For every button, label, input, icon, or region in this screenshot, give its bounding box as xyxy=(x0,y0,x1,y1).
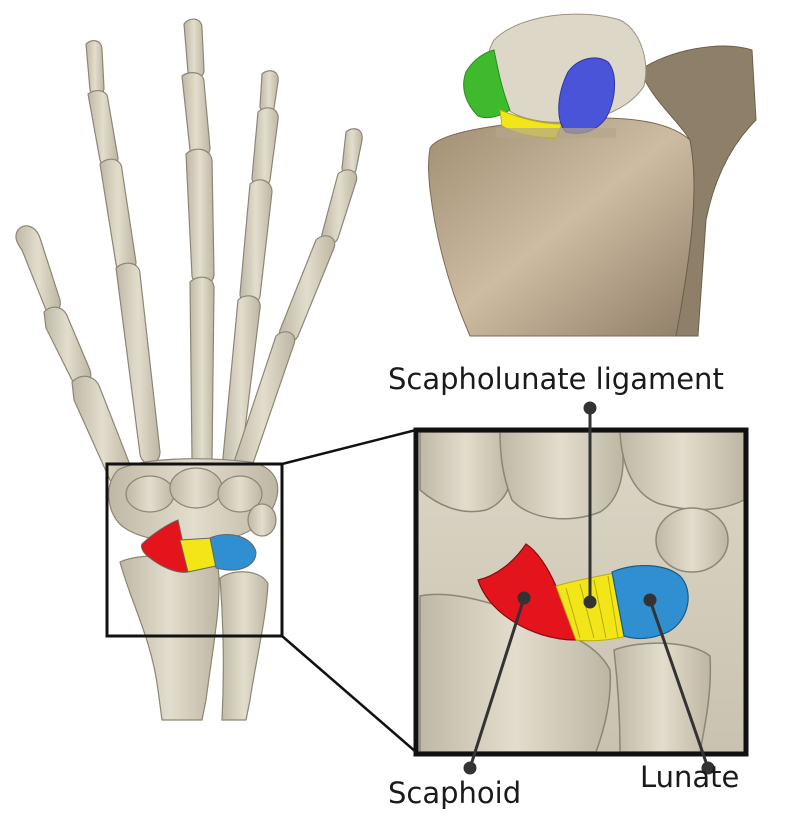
lunate-leader-dot xyxy=(645,595,655,605)
zoom-connector-top xyxy=(282,430,416,464)
scaphoid-leader-end xyxy=(465,763,475,773)
ligament-leader-dot-top xyxy=(585,403,595,413)
middle-finger-bones xyxy=(182,19,214,470)
wrist-3d-view xyxy=(429,14,757,336)
lunate-label: Lunate xyxy=(640,763,739,792)
radius-surface-strip xyxy=(496,128,616,138)
hand-skeleton xyxy=(16,19,362,720)
zoom-connector-bottom xyxy=(282,636,416,752)
radius-3d xyxy=(429,118,695,336)
carpal-bones xyxy=(109,459,278,543)
scaphoid-leader-dot xyxy=(519,593,529,603)
zoom-inset xyxy=(416,430,746,754)
forearm-bones xyxy=(120,556,268,720)
scaphoid-label: Scaphoid xyxy=(388,779,521,808)
thumb-bones xyxy=(16,226,133,486)
small-lunate xyxy=(210,534,256,570)
ligament-leader-dot xyxy=(585,597,595,607)
scapholunate-ligament-label: Scapholunate ligament xyxy=(388,365,724,394)
